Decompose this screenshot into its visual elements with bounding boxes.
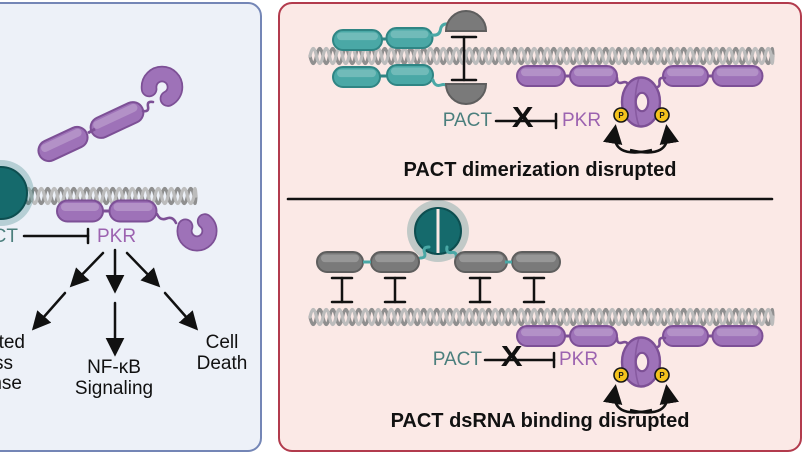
pact-blocked-pkr-arrow-bottom-icon: [483, 351, 556, 369]
pact-label-top: PACT: [442, 110, 492, 131]
pact-dimer-ball-icon: [0, 160, 34, 226]
pact-upper-icon: [332, 10, 488, 51]
dsrna-helix-bottom-icon: [308, 307, 775, 327]
pact-inhibits-pkr-arrow-icon: [22, 227, 90, 245]
dsrna-helix-left-icon: [10, 186, 198, 206]
pact-label-truncated: CT: [0, 226, 18, 247]
caption-dimerization-disrupted: PACT dimerization disrupted: [403, 159, 677, 181]
phospho-p-badge: P: [618, 371, 624, 380]
top-pkr-bound-chain-icon: [516, 65, 764, 128]
pkr-label-top: PKR: [562, 110, 602, 131]
blocked-x-icon-bottom: X: [500, 341, 523, 373]
dsrna-helix-top-icon: [308, 46, 775, 66]
nfkb-line1: NF-κB: [87, 357, 141, 378]
phospho-p-badge: P: [659, 111, 665, 120]
nfkb-line2: Signaling: [74, 378, 154, 399]
free-pkr-icon: [37, 65, 184, 163]
pkr-label-bottom: PKR: [559, 349, 599, 370]
bottom-pkr-bound-chain-icon: [516, 325, 764, 388]
outcome-stress-line3: nse: [0, 373, 22, 394]
pkr-on-rna-icon: [56, 199, 218, 252]
pact-label-bottom: PACT: [432, 349, 482, 370]
rna-binding-blocked-bars-icon: [330, 276, 546, 304]
phospho-p-badge: P: [659, 371, 665, 380]
dimerization-blocked-bar-icon: [450, 35, 478, 82]
blocked-x-icon-top: X: [511, 102, 534, 134]
pkr-downstream-arrows-icon: [31, 248, 199, 357]
pact-mutant-dimer-icon: [316, 200, 561, 273]
pact-lower-icon: [332, 64, 488, 105]
pact-blocked-pkr-arrow-top-icon: [494, 112, 558, 130]
outcome-stress-line2: ss: [0, 353, 13, 374]
caption-dsrna-binding-disrupted: PACT dsRNA binding disrupted: [390, 410, 690, 432]
death-line1: Cell: [205, 332, 239, 353]
outcome-stress-line1: ted: [0, 332, 25, 353]
pkr-label: PKR: [97, 226, 137, 247]
death-line2: Death: [196, 353, 248, 374]
pkr-signaling-panel: [0, 2, 262, 452]
phospho-p-badge: P: [618, 111, 624, 120]
